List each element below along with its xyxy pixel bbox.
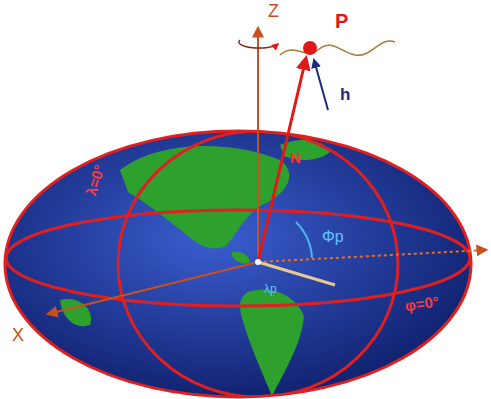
rotation-arrow xyxy=(239,40,278,48)
origin-dot xyxy=(255,259,261,265)
y-axis-dotted xyxy=(258,250,486,262)
point-p xyxy=(303,41,317,55)
height-arrow xyxy=(314,60,328,110)
normal-label: N xyxy=(290,150,301,167)
globe-body xyxy=(5,131,471,397)
z-axis xyxy=(257,28,259,262)
equator-radius xyxy=(258,262,335,285)
terrain-line xyxy=(280,41,395,55)
normal-arrow xyxy=(258,58,306,262)
latitude-label: Φp xyxy=(322,228,344,246)
point-label: P xyxy=(335,10,348,32)
axis-label: Z xyxy=(268,2,279,22)
latitude-arc xyxy=(296,222,312,258)
continents xyxy=(60,140,330,396)
x-axis xyxy=(48,262,258,314)
equator-line xyxy=(6,210,470,306)
longitude-label: λp xyxy=(264,283,277,296)
axis-label: X xyxy=(12,326,24,346)
height-label: h xyxy=(340,86,350,105)
globe-outline xyxy=(5,131,471,397)
